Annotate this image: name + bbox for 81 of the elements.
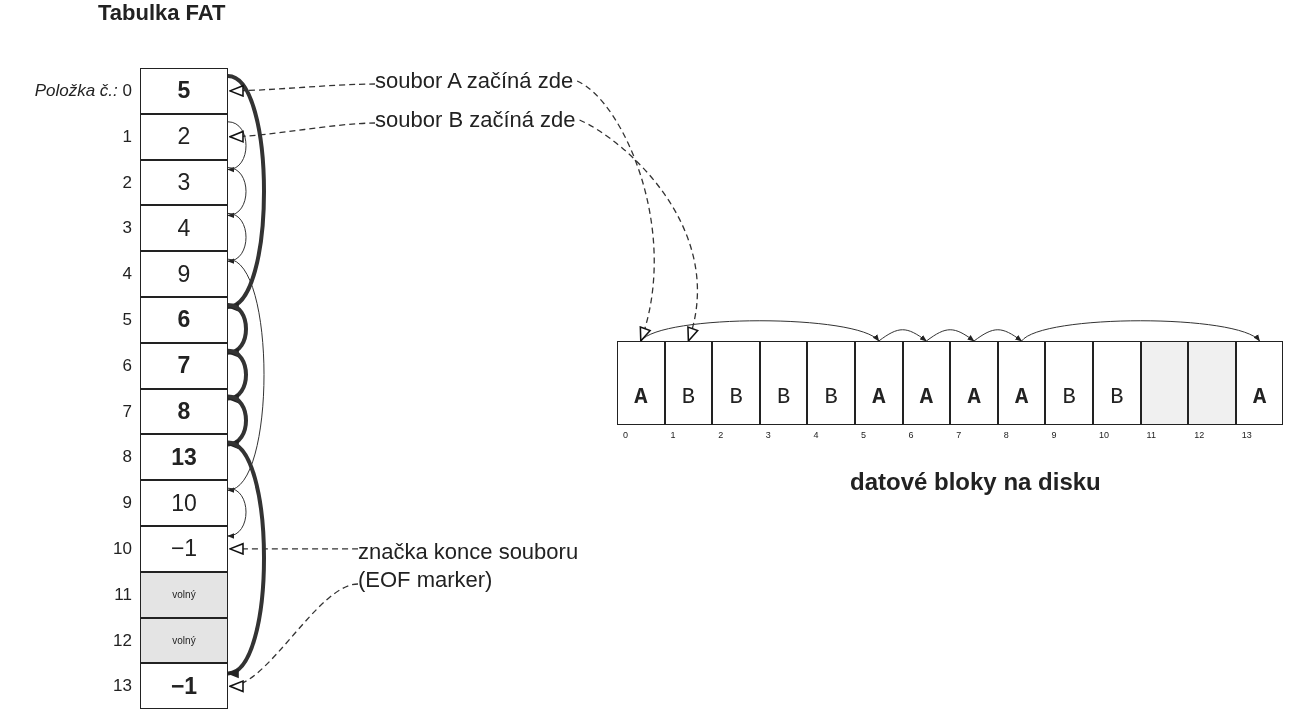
block-number: 5 (861, 430, 866, 440)
table-cell: volný (140, 571, 228, 618)
arrow (973, 329, 1023, 342)
heading: Tabulka FAT (98, 0, 226, 26)
disk-block: A (855, 341, 903, 425)
entry-number: 12 (113, 630, 132, 651)
block-number: 0 (623, 430, 628, 440)
table-cell: 10 (140, 480, 228, 526)
table-cell: 5 (140, 68, 228, 114)
arrow (227, 121, 247, 172)
table-cell: 8 (140, 388, 228, 435)
disk-block: A (1235, 341, 1284, 425)
entry-number: 5 (122, 309, 132, 330)
table-cell: 13 (140, 434, 228, 481)
block-number: 10 (1099, 430, 1109, 440)
arrow (878, 329, 927, 342)
arrow (1021, 320, 1261, 342)
disk-block: A (617, 341, 665, 425)
arrow (227, 258, 265, 491)
arrow (226, 74, 266, 309)
block-number: 7 (956, 430, 962, 440)
arrow (578, 119, 699, 342)
block-number: 13 (1241, 430, 1252, 440)
block-number: 6 (908, 430, 914, 440)
table-cell: 9 (140, 251, 228, 297)
entry-number: 7 (122, 401, 132, 422)
callout-text: značka konce souboru (EOF marker) (358, 538, 628, 594)
table-cell: volný (140, 617, 228, 664)
arrow (925, 329, 975, 342)
free-disk-block (1188, 341, 1236, 425)
arrow (226, 303, 248, 356)
heading: datové bloky na disku (850, 468, 1101, 496)
arrow (229, 583, 359, 690)
entry-number: 13 (113, 676, 132, 697)
entry-number: 6 (122, 355, 132, 376)
block-number: 3 (765, 430, 771, 440)
arrow (226, 440, 266, 676)
disk-block: B (712, 341, 760, 425)
block-number: 9 (1051, 430, 1057, 440)
disk-block: B (759, 341, 808, 425)
entry-number: 8 (122, 447, 132, 468)
block-number: 8 (1003, 430, 1009, 440)
block-number: 4 (813, 430, 819, 440)
disk-block: B (1045, 341, 1093, 425)
arrow (229, 542, 359, 555)
table-cell: 3 (140, 159, 228, 206)
disk-block: B (1093, 341, 1141, 425)
arrow (229, 122, 376, 143)
entry-number: 11 (114, 584, 132, 605)
disk-block: B (664, 341, 713, 425)
disk-block: A (997, 341, 1046, 425)
block-number: 2 (718, 430, 724, 440)
entry-number: 10 (113, 538, 132, 559)
table-cell: −1 (140, 663, 228, 710)
callout-text: soubor A začíná zde (375, 68, 574, 94)
block-number: 1 (670, 430, 676, 440)
entry-number: 2 (122, 172, 132, 193)
arrow (229, 83, 376, 97)
free-disk-block (1140, 341, 1189, 425)
arrow (227, 487, 247, 538)
entry-number: Položka č.: 0 (34, 80, 132, 101)
entry-number: 3 (122, 218, 132, 239)
block-number: 12 (1194, 430, 1205, 440)
table-cell: 4 (140, 205, 228, 252)
disk-block: A (950, 341, 998, 425)
entry-number: 1 (122, 126, 132, 147)
entry-number: 9 (122, 493, 132, 514)
table-cell: 7 (140, 342, 228, 389)
disk-block: A (902, 341, 951, 425)
arrow (226, 394, 248, 448)
entry-number: 4 (122, 264, 132, 285)
table-cell: 6 (140, 297, 228, 343)
arrow (227, 212, 247, 263)
table-cell: 2 (140, 113, 228, 160)
disk-block: B (807, 341, 855, 425)
table-cell: −1 (140, 526, 228, 572)
arrow (576, 80, 655, 342)
arrow (227, 167, 247, 218)
callout-text: soubor B začíná zde (375, 107, 576, 133)
block-number: 11 (1146, 430, 1156, 440)
arrow (226, 348, 248, 402)
